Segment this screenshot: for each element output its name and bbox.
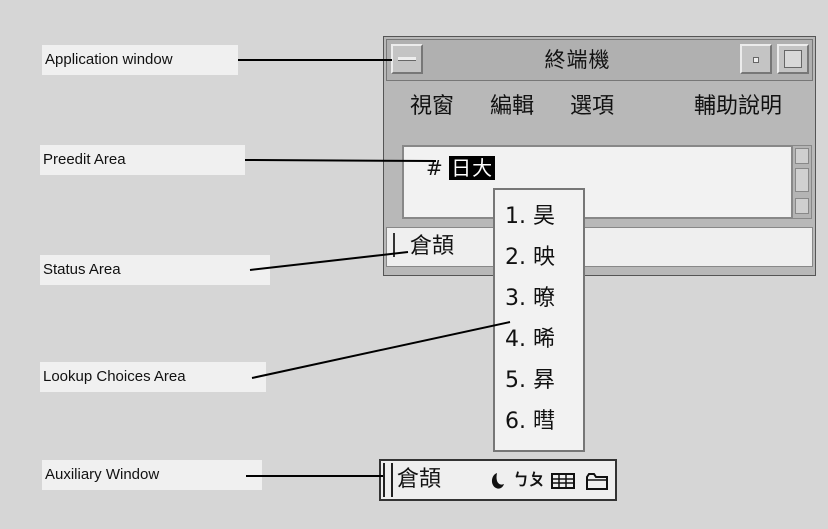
window-menu-button[interactable]	[391, 44, 423, 74]
leader-status-area	[249, 251, 409, 271]
scroll-thumb[interactable]	[795, 168, 809, 192]
folder-icon[interactable]	[585, 471, 609, 491]
menu-edit[interactable]: 編輯	[490, 94, 535, 119]
title-bar: 終端機	[386, 39, 813, 81]
ime-icon[interactable]: ㄅㄆ	[513, 470, 546, 489]
lookup-item[interactable]: 6. 暳	[505, 409, 556, 434]
prompt-symbol: #	[426, 156, 443, 180]
aux-input-method[interactable]: 倉頡	[397, 467, 442, 492]
lookup-item[interactable]: 2. 映	[505, 245, 556, 270]
lookup-choices-area: 1. 昊 2. 映 3. 暸 4. 晞 5. 昪 6. 暳	[493, 188, 585, 452]
menu-help[interactable]: 輔助說明	[694, 94, 783, 119]
preedit-composition: 日大	[449, 156, 496, 180]
keyboard-icon[interactable]	[551, 473, 575, 489]
moon-icon[interactable]	[487, 471, 505, 491]
label-auxiliary-window: Auxiliary Window	[42, 460, 262, 490]
minimize-button[interactable]	[740, 44, 772, 74]
scroll-up-arrow[interactable]	[795, 148, 809, 164]
label-status-area: Status Area	[40, 255, 270, 285]
maximize-button[interactable]	[777, 44, 809, 74]
lookup-item[interactable]: 4. 晞	[505, 327, 556, 352]
status-grip-icon	[393, 233, 403, 257]
menu-bar: 視窗 編輯 選項 輔助說明	[386, 83, 813, 131]
lookup-item[interactable]: 3. 暸	[505, 286, 556, 311]
label-lookup-choices-area: Lookup Choices Area	[40, 362, 266, 392]
aux-grip-icon[interactable]	[383, 463, 393, 497]
status-text: 倉頡	[410, 234, 455, 259]
status-area: 倉頡	[386, 227, 813, 267]
auxiliary-window: 倉頡 ㄅㄆ	[379, 459, 617, 501]
lookup-item[interactable]: 1. 昊	[505, 204, 556, 229]
application-window: 終端機 視窗 編輯 選項 輔助說明 # 日大 倉頡	[383, 36, 816, 276]
vertical-scrollbar[interactable]	[792, 145, 812, 219]
label-preedit-area: Preedit Area	[40, 145, 245, 175]
window-title: 終端機	[544, 48, 611, 72]
preedit-area: # 日大	[426, 155, 496, 181]
menu-options[interactable]: 選項	[570, 94, 615, 119]
leader-lookup-choices-area	[251, 321, 511, 379]
label-application-window: Application window	[42, 45, 238, 75]
lookup-item[interactable]: 5. 昪	[505, 368, 556, 393]
menu-window[interactable]: 視窗	[410, 94, 455, 119]
terminal-text-area[interactable]: # 日大	[402, 145, 793, 219]
leader-preedit-area	[244, 159, 437, 162]
scroll-down-arrow[interactable]	[795, 198, 809, 214]
